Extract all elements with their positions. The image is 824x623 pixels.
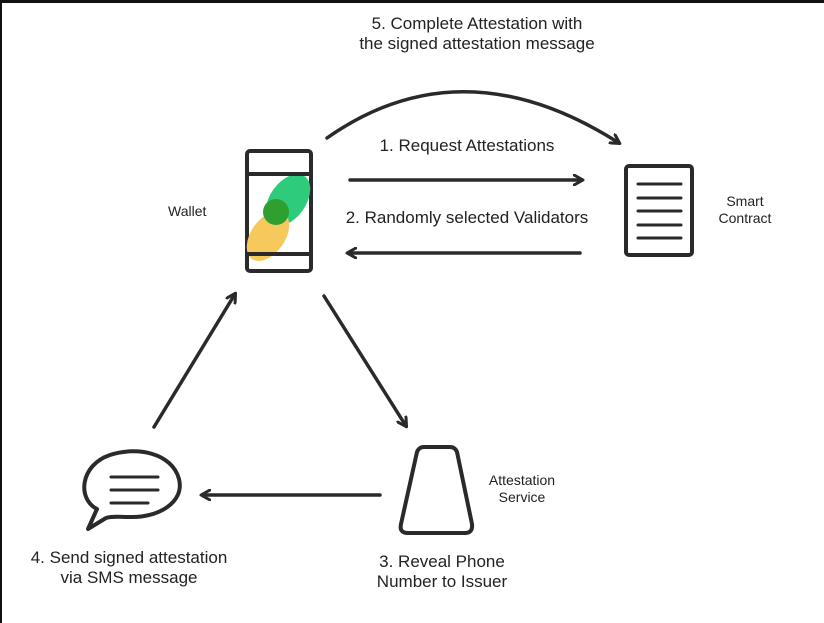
- step-5-line1: 5. Complete Attestation with: [371, 14, 583, 33]
- step-4-line1: 4. Send signed attestation: [30, 548, 228, 567]
- speech-bubble-icon: [82, 449, 182, 531]
- wallet-label: Wallet: [168, 203, 207, 219]
- attestation-service-label: Attestation Service: [482, 472, 562, 506]
- step-3-line2: Number to Issuer: [376, 572, 508, 592]
- step-3-line1: 3. Reveal Phone: [379, 552, 505, 571]
- overlap-circle: [263, 199, 289, 225]
- step-4-label: 4. Send signed attestation via SMS messa…: [14, 548, 244, 589]
- step-3-label: 3. Reveal Phone Number to Issuer: [357, 552, 527, 593]
- trapezoid-icon: [398, 445, 475, 535]
- step-5-line2: the signed attestation message: [359, 34, 595, 54]
- attestation-service-line1: Attestation: [488, 472, 556, 488]
- document-icon: [624, 164, 694, 257]
- arrow-step-3: [322, 294, 406, 426]
- step-5-label: 5. Complete Attestation with the signed …: [342, 14, 612, 55]
- arrow-step-5: [325, 90, 619, 143]
- diagram-svg: [82, 90, 694, 535]
- step-4-line2: via SMS message: [60, 568, 198, 588]
- smart-contract-label: Smart Contract: [710, 193, 780, 227]
- step-1-label: 1. Request Attestations: [379, 136, 555, 155]
- smart-contract-line1: Smart: [726, 193, 764, 209]
- attestation-service-line2: Service: [498, 488, 546, 505]
- diagram-canvas: 5. Complete Attestation with the signed …: [2, 3, 824, 623]
- arrow-wallet-from-sms: [152, 294, 235, 429]
- smart-contract-line2: Contract: [718, 209, 772, 226]
- phone-icon: [245, 149, 313, 273]
- step-2-label: 2. Randomly selected Validators: [345, 208, 589, 227]
